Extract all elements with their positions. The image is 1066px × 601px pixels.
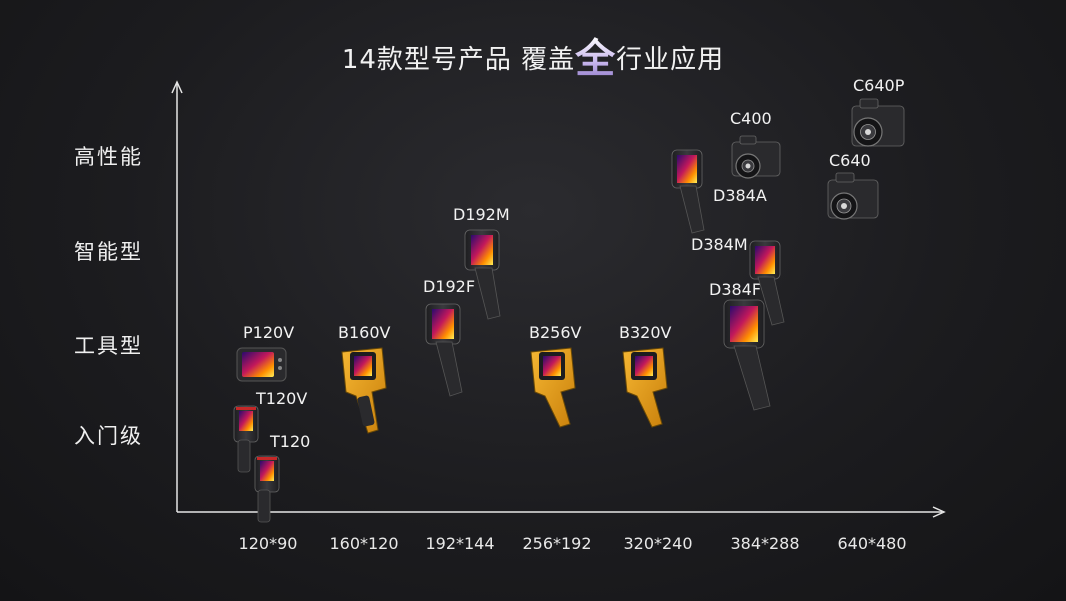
label-d384m: D384M bbox=[691, 235, 748, 254]
title-text-after: 行业应用 bbox=[616, 45, 725, 75]
device-d192f bbox=[425, 303, 463, 397]
label-b160v: B160V bbox=[338, 323, 391, 342]
label-d192f: D192F bbox=[423, 277, 476, 296]
category-smart: 智能型 bbox=[74, 240, 143, 264]
label-d384f: D384F bbox=[709, 280, 762, 299]
category-tool: 工具型 bbox=[74, 334, 143, 358]
device-t120v bbox=[233, 405, 259, 473]
resolution-192x144: 192*144 bbox=[425, 534, 495, 553]
device-c640 bbox=[827, 172, 879, 220]
device-b320v bbox=[622, 347, 668, 428]
device-t120 bbox=[254, 455, 280, 523]
resolution-640x480: 640*480 bbox=[837, 534, 907, 553]
resolution-120x90: 120*90 bbox=[238, 534, 298, 553]
y-axis-arrow bbox=[171, 80, 183, 94]
resolution-320x240: 320*240 bbox=[623, 534, 693, 553]
label-t120: T120 bbox=[270, 432, 311, 451]
device-b160v bbox=[341, 347, 387, 434]
label-p120v: P120V bbox=[243, 323, 295, 342]
axes bbox=[171, 80, 946, 518]
device-b256v bbox=[530, 347, 576, 428]
category-high-performance: 高性能 bbox=[74, 145, 143, 169]
label-d384a: D384A bbox=[713, 186, 767, 205]
label-c400: C400 bbox=[730, 109, 772, 128]
resolution-160x120: 160*120 bbox=[329, 534, 399, 553]
label-d192m: D192M bbox=[453, 205, 510, 224]
device-c640p bbox=[851, 98, 905, 147]
label-c640: C640 bbox=[829, 151, 871, 170]
label-b320v: B320V bbox=[619, 323, 672, 342]
slide-title: 14款型号产品 覆盖全行业应用 bbox=[0, 26, 1066, 84]
label-b256v: B256V bbox=[529, 323, 582, 342]
device-d384a bbox=[671, 149, 705, 234]
device-d384m bbox=[749, 240, 785, 326]
device-p120v bbox=[236, 347, 287, 382]
label-t120v: T120V bbox=[256, 389, 308, 408]
x-axis-arrow bbox=[932, 506, 946, 518]
label-c640p: C640P bbox=[853, 76, 905, 95]
category-entry: 入门级 bbox=[74, 424, 143, 448]
title-text-before: 14款型号产品 覆盖 bbox=[341, 45, 576, 75]
device-c400 bbox=[731, 135, 781, 179]
device-d192m bbox=[464, 229, 501, 320]
title-highlight: 全 bbox=[575, 36, 617, 82]
resolution-384x288: 384*288 bbox=[730, 534, 800, 553]
resolution-256x192: 256*192 bbox=[522, 534, 592, 553]
device-d384f bbox=[723, 299, 771, 411]
